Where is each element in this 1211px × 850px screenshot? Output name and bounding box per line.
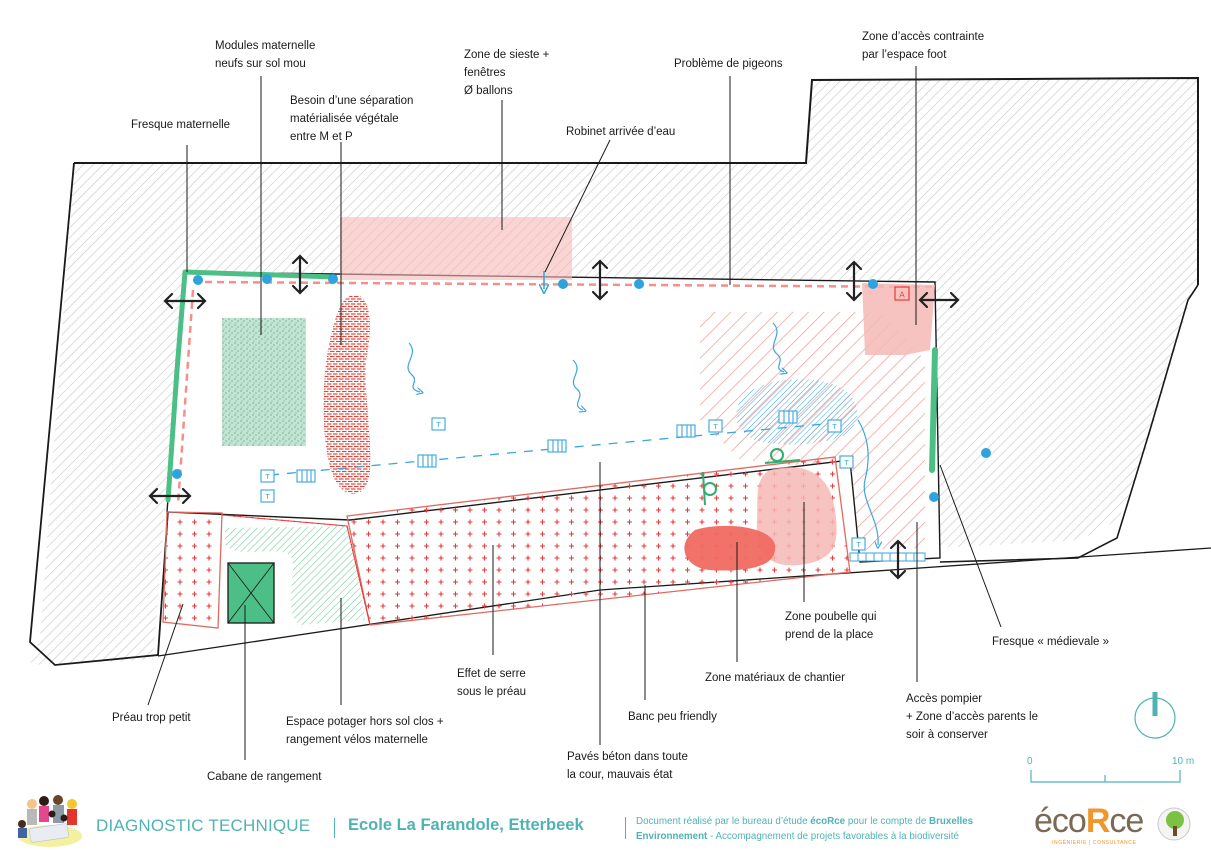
label-effet-serre: Effet de serre sous le préau	[457, 668, 527, 698]
north-arrow-icon	[1134, 692, 1176, 739]
manhole-marker-label: T	[713, 422, 718, 431]
access-marker-label: A	[899, 291, 905, 300]
access-pink-zone	[862, 283, 935, 355]
document-title: DIAGNOSTIC TECHNIQUE	[96, 816, 311, 835]
label-zone-acces-contrainte: Zone d’accès contrainte par l’espace foo…	[862, 31, 985, 61]
label-potager: Espace potager hors sol clos + rangement…	[286, 716, 444, 746]
label-zone-sieste: Zone de sieste + fenêtres Ø ballons	[464, 49, 550, 97]
preau-main	[346, 456, 851, 626]
manhole-labels: T T T T T T T	[265, 420, 861, 549]
manhole-marker-label: T	[856, 540, 861, 549]
tree-logo-icon	[1157, 807, 1191, 841]
label-poubelle: Zone poubelle qui prend de la place	[785, 611, 877, 641]
fresque-medievale-line	[929, 347, 938, 473]
label-banc: Banc peu friendly	[628, 711, 717, 723]
manhole-markers	[260, 417, 866, 551]
dashed-boundary	[204, 280, 936, 289]
scale-end-label: 10 m	[1172, 756, 1195, 767]
label-materiaux: Zone matériaux de chantier	[705, 672, 845, 684]
site-plan: A T T T T T T T	[29, 66, 1211, 760]
manhole-marker-label: T	[265, 472, 270, 481]
manhole-marker-label: T	[436, 420, 441, 429]
access-arrows	[148, 254, 960, 580]
label-pigeons: Problème de pigeons	[674, 58, 783, 70]
manhole-marker-label: T	[265, 492, 270, 501]
credit-suffix: - Accompagnement de projets favorables à…	[707, 831, 959, 842]
runoff-arrows	[407, 322, 878, 545]
scale-bar	[1030, 770, 1181, 783]
label-modules-maternelle: Modules maternelle neufs sur sol mou	[215, 40, 316, 70]
fresque-maternelle-line	[165, 269, 338, 503]
footer: DIAGNOSTIC TECHNIQUE Ecole La Farandole,…	[0, 790, 1211, 850]
credit-brand: écoRce	[810, 816, 846, 827]
label-cabane: Cabane de rangement	[207, 771, 322, 783]
label-robinet: Robinet arrivée d’eau	[566, 126, 676, 138]
building-north	[30, 78, 1198, 665]
scale-start-label: 0	[1027, 756, 1033, 767]
credit-separator	[625, 817, 626, 839]
label-paves: Pavés béton dans toute la cour, mauvais …	[567, 751, 688, 781]
label-separation-vegetale: Besoin d’une séparation matérialisée vég…	[290, 95, 414, 143]
gutter-grate	[849, 552, 926, 562]
school-name: Ecole La Farandole, Etterbeek	[348, 816, 584, 834]
preau-left	[162, 511, 223, 629]
access-marker	[894, 286, 910, 301]
label-fresque-medievale: Fresque « médievale »	[992, 636, 1109, 648]
vegetal-separation	[323, 295, 371, 494]
materiaux-zone	[684, 525, 776, 571]
manhole-marker-label: T	[832, 422, 837, 431]
bench-symbols	[702, 448, 801, 506]
potager-zone	[225, 526, 365, 625]
leader-lines	[147, 66, 1002, 760]
sieste-zone	[340, 217, 572, 280]
logo-word-r: R	[1085, 802, 1111, 840]
credit-client-a: Bruxelles	[929, 816, 974, 827]
downspout-dots	[172, 274, 991, 502]
label-preau-petit: Préau trop petit	[112, 712, 191, 724]
label-fresque-maternelle: Fresque maternelle	[131, 119, 231, 131]
credit-mid: pour le compte de	[845, 816, 930, 827]
modules-soft-ground	[222, 318, 306, 446]
logo-subtitle: INGÉNIERIE | CONSULTANCE	[1052, 840, 1137, 846]
title-separator	[334, 818, 335, 838]
ecorce-logo: écoRce INGÉNIERIE | CONSULTANCE	[1034, 802, 1154, 846]
logo-word-pre: éco	[1034, 802, 1087, 840]
logo-word-post: ce	[1109, 802, 1144, 840]
label-pompier: Accès pompier + Zone d’accès parents le …	[906, 693, 1039, 741]
manhole-marker-label: T	[844, 458, 849, 467]
drain-grates	[296, 410, 798, 483]
credit-client-b: Environnement	[636, 831, 708, 842]
poubelle-zone	[756, 467, 837, 566]
credit-prefix: Document réalisé par le bureau d’étude	[636, 816, 811, 827]
cabane	[227, 562, 275, 624]
people-illustration-icon	[18, 795, 82, 847]
credit-text: Document réalisé par le bureau d’étude é…	[636, 814, 973, 844]
